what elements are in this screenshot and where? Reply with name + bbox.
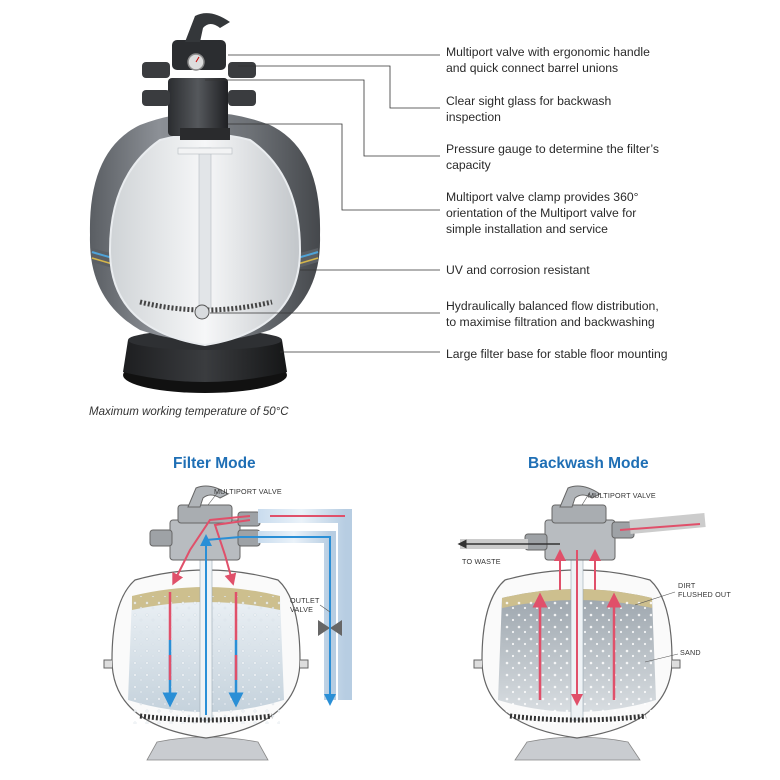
callout-text: Multiport valve clamp provides 360° xyxy=(446,190,639,204)
callout-valve-clamp: Multiport valve clamp provides 360° orie… xyxy=(446,189,639,237)
cutaway-window xyxy=(108,133,302,347)
filter-mode-title: Filter Mode xyxy=(173,455,256,472)
callout-flow-distribution: Hydraulically balanced flow distribution… xyxy=(446,298,659,330)
callout-pressure-gauge: Pressure gauge to determine the filter’s… xyxy=(446,141,659,173)
callout-multiport-valve: Multiport valve with ergonomic handle an… xyxy=(446,44,650,76)
callout-text: simple installation and service xyxy=(446,222,608,236)
outlet-valve-label: OUTLET VALVE xyxy=(290,596,320,614)
backwash-mode-title: Backwash Mode xyxy=(528,455,649,472)
callout-text: Multiport valve with ergonomic handle xyxy=(446,45,650,59)
callout-lines xyxy=(205,54,440,353)
temperature-note: Maximum working temperature of 50°C xyxy=(89,406,289,418)
callout-filter-base: Large filter base for stable floor mount… xyxy=(446,346,668,362)
backwash-mode-diagram xyxy=(457,485,706,761)
callout-text: inspection xyxy=(446,110,501,124)
to-waste-label: TO WASTE xyxy=(462,557,501,566)
callout-text: and quick connect barrel unions xyxy=(446,61,619,75)
filter-mode-diagram xyxy=(103,485,352,761)
callout-text: Hydraulically balanced flow distribution… xyxy=(446,299,659,313)
callout-text: capacity xyxy=(446,158,491,172)
filter-multiport-label: MULTIPORT VALVE xyxy=(214,487,282,496)
outlet-label-line: OUTLET xyxy=(290,596,320,605)
outlet-label-line: VALVE xyxy=(290,605,314,614)
dirt-label-line: FLUSHED OUT xyxy=(678,590,731,599)
callout-text: Clear sight glass for backwash xyxy=(446,94,612,108)
callout-uv-resistant: UV and corrosion resistant xyxy=(446,262,590,278)
callout-text: UV and corrosion resistant xyxy=(446,263,590,277)
callout-text: Large filter base for stable floor mount… xyxy=(446,347,668,361)
callout-sight-glass: Clear sight glass for backwash inspectio… xyxy=(446,93,611,125)
callout-text: to maximise filtration and backwashing xyxy=(446,315,655,329)
dirt-label-line: DIRT xyxy=(678,581,696,590)
callout-text: Pressure gauge to determine the filter’s xyxy=(446,142,659,156)
backwash-multiport-label: MULTIPORT VALVE xyxy=(588,491,656,500)
dirt-flushed-label: DIRT FLUSHED OUT xyxy=(678,581,731,599)
sand-label: SAND xyxy=(680,648,701,657)
callout-text: orientation of the Multiport valve for xyxy=(446,206,637,220)
multiport-valve xyxy=(142,13,256,140)
